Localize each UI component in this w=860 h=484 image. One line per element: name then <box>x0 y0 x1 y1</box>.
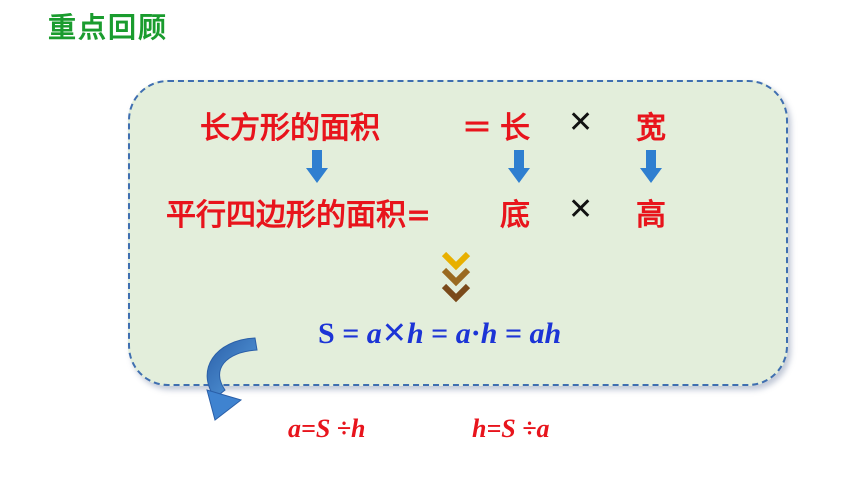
rect-length: 长 <box>500 111 530 146</box>
a-formula: a=S ÷h <box>288 414 366 443</box>
rect-area-label: 长方形的面积 <box>200 111 380 146</box>
down-arrow-icon <box>306 150 328 183</box>
rect-equals: ＝ <box>462 111 492 146</box>
formula-panel <box>128 80 788 386</box>
formula-times: ✕ <box>381 316 407 351</box>
formula-h: h <box>406 317 424 350</box>
para-times-sign: ✕ <box>568 192 594 227</box>
triple-chevron-down-icon <box>441 252 471 303</box>
formula-dot: · <box>470 317 481 350</box>
formula-eq: = <box>423 317 456 350</box>
formula-a: a <box>455 317 471 350</box>
formula-eq: = <box>497 317 530 350</box>
formula-h: h <box>480 317 498 350</box>
page-title: 重点回顾 <box>48 11 169 44</box>
formula-a: a <box>366 317 382 350</box>
para-area-label: 平行四边形的面积= <box>166 198 432 233</box>
formula-s: S <box>318 317 335 350</box>
rect-times-sign: ✕ <box>568 105 594 140</box>
para-base: 底 <box>500 198 530 233</box>
area-formula: S = a✕h = a·h = ah <box>318 316 561 351</box>
down-arrow-icon <box>640 150 662 183</box>
formula-eq: = <box>334 317 367 350</box>
para-height: 高 <box>636 198 666 233</box>
h-formula: h=S ÷a <box>472 414 550 443</box>
curved-arrow-icon <box>206 337 258 421</box>
rect-width: 宽 <box>636 111 666 146</box>
down-arrow-icon <box>508 150 530 183</box>
formula-ah: ah <box>529 317 562 350</box>
